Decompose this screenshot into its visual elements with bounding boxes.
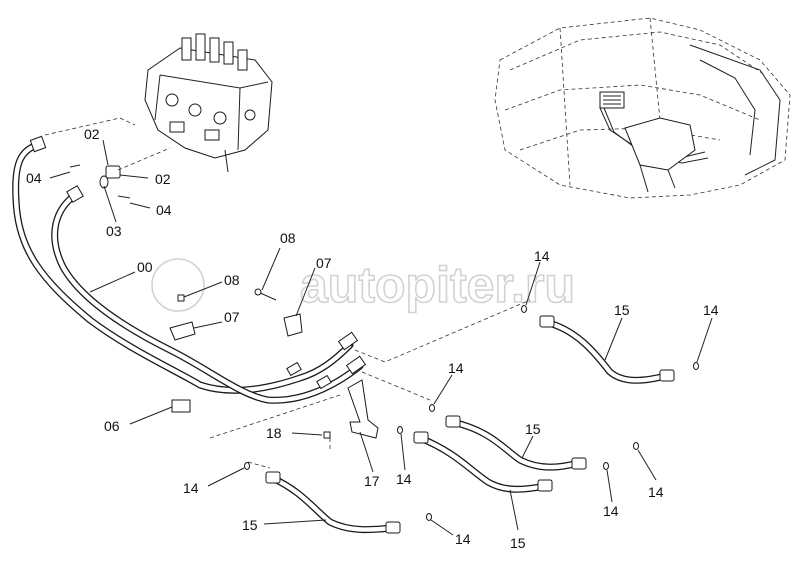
label-15-lower-middle: 15	[510, 535, 526, 551]
control-valve	[144, 33, 273, 173]
label-02-right: 02	[155, 171, 171, 187]
label-00: 00	[137, 259, 153, 275]
label-14-far-right: 14	[648, 484, 664, 500]
bolt-08-left	[177, 294, 185, 302]
clamp-07-right	[283, 313, 303, 337]
hose-15-middle	[445, 415, 587, 471]
label-15-upper: 15	[614, 302, 630, 318]
hose-15-bottom	[265, 471, 401, 534]
callout-labels: 02 02 04 04 03 00 08 07 08 07 06 18 17 1…	[26, 126, 719, 551]
clamp-07-left	[169, 321, 196, 341]
label-14-lower-right: 14	[603, 503, 619, 519]
leader-lines	[49, 139, 713, 536]
label-02-upper: 02	[84, 126, 100, 142]
label-14-lower-left: 14	[183, 480, 199, 496]
label-04-right: 04	[156, 202, 172, 218]
label-14-bracket: 14	[396, 471, 412, 487]
label-14-middle: 14	[448, 360, 464, 376]
watermark-logo-icon	[151, 258, 205, 312]
label-03: 03	[106, 223, 122, 239]
machine-overview	[494, 17, 791, 199]
hose-15-upper	[539, 315, 675, 384]
label-15-bottom: 15	[242, 517, 258, 533]
label-04-left: 04	[26, 170, 42, 186]
label-14-bottom: 14	[455, 531, 471, 547]
label-08-right: 08	[280, 230, 296, 246]
label-14-top: 14	[534, 248, 550, 264]
watermark-text: autopiter.ru	[300, 257, 575, 313]
reference-lines	[44, 117, 531, 469]
label-17: 17	[364, 473, 380, 489]
label-08-left: 08	[224, 272, 240, 288]
label-18: 18	[266, 425, 282, 441]
watermark: autopiter.ru	[151, 256, 576, 314]
label-14-right: 14	[703, 302, 719, 318]
bolt-18	[323, 431, 331, 439]
bracket-17	[347, 379, 379, 439]
label-15-middle: 15	[525, 421, 541, 437]
label-06: 06	[104, 418, 120, 434]
hose-15-lower-middle	[413, 431, 553, 493]
fittings-02-03-04	[69, 164, 131, 199]
block-06	[171, 399, 191, 413]
o-rings-14	[244, 305, 699, 521]
hose-assembly-00	[12, 135, 367, 404]
label-07-left: 07	[224, 309, 240, 325]
label-07-right: 07	[316, 255, 332, 271]
